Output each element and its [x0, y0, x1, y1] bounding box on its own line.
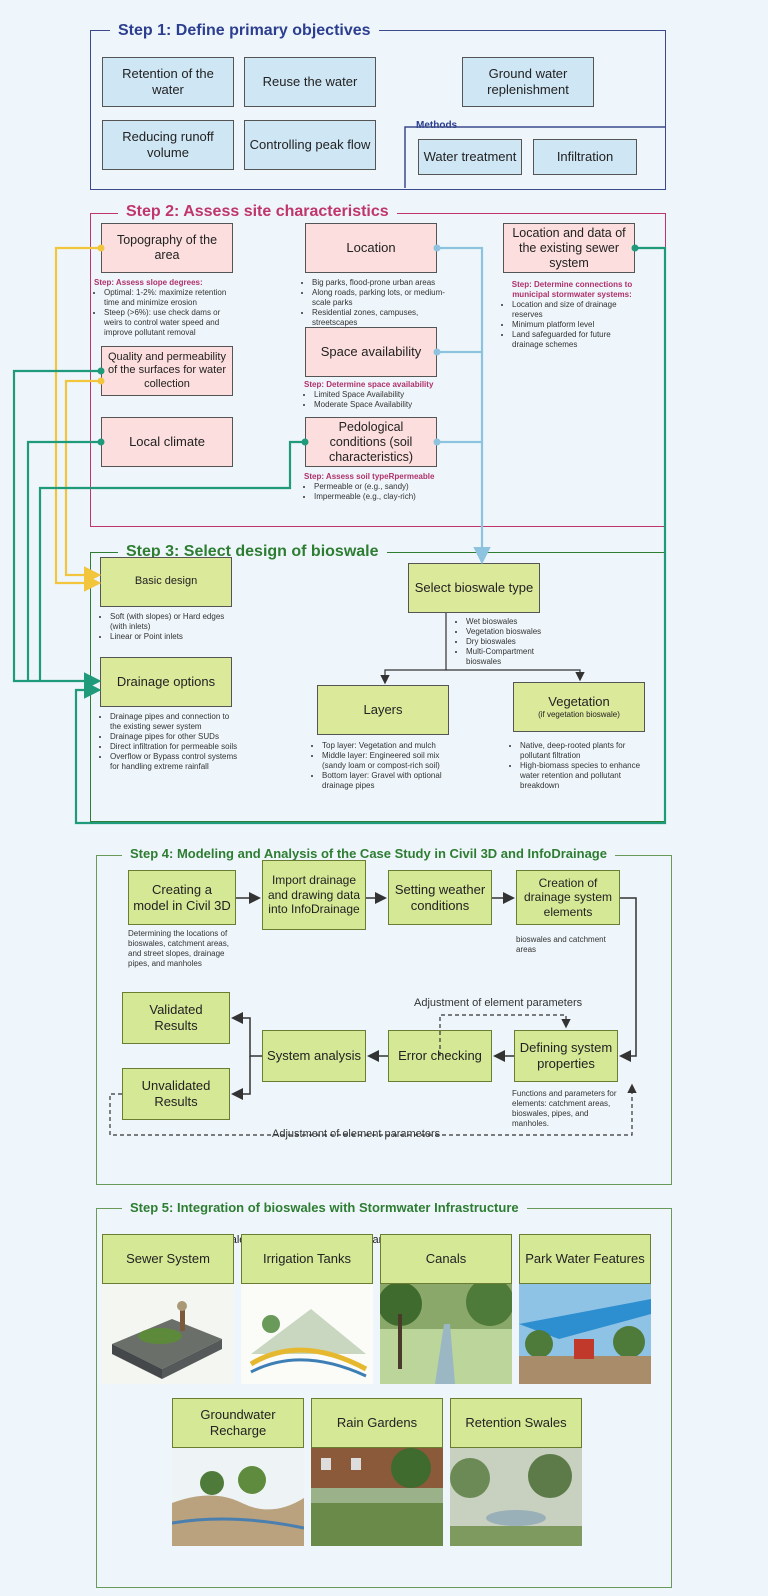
soil-item: Impermeable (e.g., clay-rich) [314, 492, 454, 502]
basic-item: Soft (with slopes) or Hard edges (with i… [110, 612, 240, 632]
topography-box: Topography of the area [101, 223, 233, 273]
pathway-rain-gardens: Rain Gardens [311, 1398, 443, 1448]
objective-retention: Retention of the water [102, 57, 234, 107]
import-box: Import drainage and drawing data into In… [262, 860, 366, 930]
location-item: Along roads, parking lots, or medium-sca… [312, 288, 450, 308]
defining-note: Functions and parameters for elements: c… [512, 1089, 617, 1128]
pathway-canals: Canals [380, 1234, 512, 1284]
sewer-box: Location and data of the existing sewer … [503, 223, 635, 273]
space-box: Space availability [305, 327, 437, 377]
weather-box: Setting weather conditions [388, 870, 492, 925]
layers-note: Top layer: Vegetation and mulch Middle l… [312, 741, 452, 791]
sewer-note: Step: Determine connections to municipal… [502, 280, 642, 350]
basic-design-box: Basic design [100, 557, 232, 607]
rain-gardens-image [311, 1448, 443, 1546]
location-item: Big parks, flood-prone urban areas [312, 278, 450, 288]
validated-box: Validated Results [122, 992, 230, 1044]
space-item: Limited Space Availability [314, 390, 454, 400]
creation-box: Creation of drainage system elements [516, 870, 620, 925]
step5-title: Step 5: Integration of bioswales with St… [122, 1200, 527, 1215]
space-note: Step: Determine space availability Limit… [304, 380, 454, 410]
retention-swales-image [450, 1448, 582, 1546]
pathway-sewer: Sewer System [102, 1234, 234, 1284]
defining-box: Defining system properties [514, 1030, 618, 1082]
step1-title: Step 1: Define primary objectives [110, 22, 379, 40]
location-box: Location [305, 223, 437, 273]
slope-item: Steep (>6%): use check dams or weirs to … [104, 308, 234, 338]
irrigation-tanks-image [241, 1284, 373, 1384]
layers-item: Bottom layer: Gravel with optional drain… [322, 771, 452, 791]
vegetation-box: Vegetation (if vegetation bioswale) [513, 682, 645, 732]
step2-title: Step 2: Assess site characteristics [118, 203, 397, 221]
groundwater-recharge-image [172, 1448, 304, 1546]
canals-image [380, 1284, 512, 1384]
layers-box: Layers [317, 685, 449, 735]
adjust-bottom-label: Adjustment of element parameters [268, 1128, 445, 1140]
space-heading: Step: Determine space availability [304, 380, 434, 389]
type-item: Multi-Compartment bioswales [466, 647, 556, 667]
soil-heading: Step: Assess soil typeRpermeable [304, 472, 435, 481]
drainage-item: Overflow or Bypass control systems for h… [110, 752, 240, 772]
sewer-item: Land safeguarded for future drainage sch… [512, 330, 642, 350]
vegetation-note: Native, deep-rooted plants for pollutant… [510, 741, 655, 791]
objective-peak-flow: Controlling peak flow [244, 120, 376, 170]
creating-note: Determining the locations of bioswales, … [128, 929, 229, 968]
space-item: Moderate Space Availability [314, 400, 454, 410]
type-item: Dry bioswales [466, 637, 556, 647]
sewer-system-image [102, 1284, 234, 1384]
slope-heading: Step: Assess slope degrees: [94, 278, 203, 287]
creation-note: bioswales and catchment areas [516, 935, 606, 954]
pathway-park-water: Park Water Features [519, 1234, 651, 1284]
sewer-item: Location and size of drainage reserves [512, 300, 642, 320]
basic-note: Soft (with slopes) or Hard edges (with i… [100, 612, 240, 642]
unvalidated-box: Unvalidated Results [122, 1068, 230, 1120]
slope-note: Step: Assess slope degrees: Optimal: 1-2… [94, 278, 234, 338]
pathway-groundwater: Groundwater Recharge [172, 1398, 304, 1448]
pathway-retention-swales: Retention Swales [450, 1398, 582, 1448]
bioswale-type-box: Select bioswale type [408, 563, 540, 613]
type-item: Wet bioswales [466, 617, 556, 627]
drainage-item: Drainage pipes for other SUDs [110, 732, 240, 742]
sewer-heading: Step: Determine connections to municipal… [511, 280, 633, 299]
layers-item: Middle layer: Engineered soil mix (sandy… [322, 751, 452, 771]
drainage-item: Drainage pipes and connection to the exi… [110, 712, 240, 732]
step4-title: Step 4: Modeling and Analysis of the Cas… [122, 846, 615, 861]
creating-model-box: Creating a model in Civil 3D [128, 870, 236, 925]
park-water-image [519, 1284, 651, 1384]
soil-note: Step: Assess soil typeRpermeable Permeab… [304, 472, 454, 502]
vegetation-item: High-biomass species to enhance water re… [520, 761, 655, 791]
objective-runoff: Reducing runoff volume [102, 120, 234, 170]
soil-item: Permeable or (e.g., sandy) [314, 482, 454, 492]
objective-groundwater: Ground water replenishment [462, 57, 594, 107]
basic-item: Linear or Point inlets [110, 632, 240, 642]
vegetation-sub: (if vegetation bioswale) [538, 710, 620, 719]
layers-item: Top layer: Vegetation and mulch [322, 741, 452, 751]
slope-item: Optimal: 1-2%: maximize retention time a… [104, 288, 234, 308]
pathway-irrigation: Irrigation Tanks [241, 1234, 373, 1284]
pedological-box: Pedological conditions (soil characteris… [305, 417, 437, 467]
type-note: Wet bioswales Vegetation bioswales Dry b… [456, 617, 556, 667]
drainage-options-box: Drainage options [100, 657, 232, 707]
location-item: Residential zones, campuses, streetscape… [312, 308, 450, 328]
method-water-treatment: Water treatment [418, 139, 522, 175]
location-note: Big parks, flood-prone urban areas Along… [302, 278, 450, 328]
adjust-top-label: Adjustment of element parameters [410, 997, 587, 1009]
method-infiltration: Infiltration [533, 139, 637, 175]
vegetation-item: Native, deep-rooted plants for pollutant… [520, 741, 655, 761]
sewer-item: Minimum platform level [512, 320, 642, 330]
drainage-note: Drainage pipes and connection to the exi… [100, 712, 240, 772]
type-item: Vegetation bioswales [466, 627, 556, 637]
methods-label: Methods [416, 120, 458, 131]
drainage-item: Direct infiltration for permeable soils [110, 742, 240, 752]
system-analysis-box: System analysis [262, 1030, 366, 1082]
climate-box: Local climate [101, 417, 233, 467]
error-checking-box: Error checking [388, 1030, 492, 1082]
vegetation-label: Vegetation [548, 694, 610, 710]
quality-box: Quality and permeability of the surfaces… [101, 346, 233, 396]
objective-reuse: Reuse the water [244, 57, 376, 107]
